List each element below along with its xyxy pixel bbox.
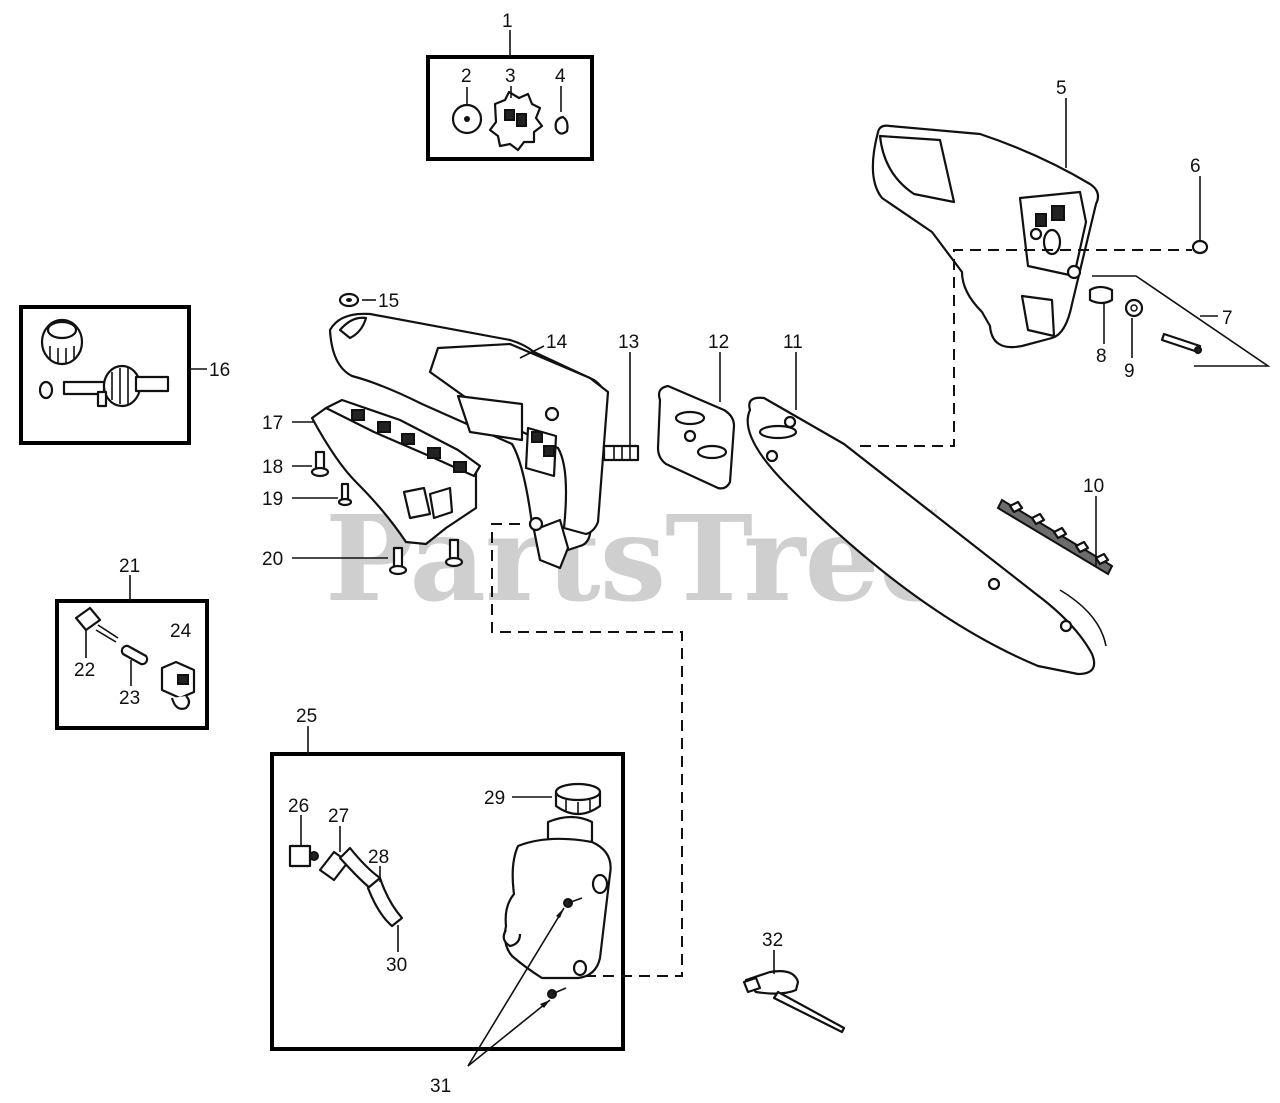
callout-31: 31 — [430, 1076, 451, 1097]
callout-8: 8 — [1096, 346, 1107, 367]
screw-19-part — [337, 482, 353, 507]
wrench-tool-part — [742, 970, 846, 1034]
callout-17: 17 — [262, 413, 283, 434]
callout-4: 4 — [555, 66, 566, 87]
callout-30: 30 — [386, 955, 407, 976]
callout-3: 3 — [505, 66, 516, 87]
callout-11: 11 — [783, 332, 803, 353]
callout-25: 25 — [296, 706, 317, 727]
callout-5: 5 — [1056, 78, 1067, 99]
screw-20-part — [444, 538, 464, 568]
pin-part — [38, 380, 54, 400]
callout-12: 12 — [708, 332, 729, 353]
assembly-line-housing-to-tank — [491, 523, 683, 977]
callout-32: 32 — [762, 930, 783, 951]
sprocket-part — [488, 90, 544, 152]
callout-9: 9 — [1124, 361, 1135, 382]
callout-16: 16 — [209, 360, 230, 381]
saw-chain-part — [996, 498, 1114, 576]
drive-shaft-part — [62, 364, 170, 408]
callout-28: 28 — [368, 847, 389, 868]
grommet-part — [288, 844, 319, 868]
assembly-line-bar-to-cover — [860, 249, 1192, 447]
callout-7: 7 — [1222, 308, 1233, 329]
tensioner-nut-part — [1088, 285, 1114, 305]
callout-27: 27 — [328, 806, 349, 827]
screw-part — [547, 987, 567, 999]
screw-18-part — [310, 450, 330, 478]
kit-box-16 — [19, 305, 207, 445]
oil-hose-part — [318, 846, 404, 928]
sprocket-cover-part — [871, 124, 1100, 349]
callout-26: 26 — [288, 796, 309, 817]
housing-part — [328, 312, 610, 570]
bar-stud-part — [602, 444, 640, 462]
clip-part — [554, 115, 569, 135]
guide-bar-part — [746, 396, 1107, 676]
callout-20: 20 — [262, 549, 283, 570]
callout-15: 15 — [378, 291, 399, 312]
callout-14: 14 — [546, 332, 568, 353]
callout-18: 18 — [262, 457, 283, 478]
callout-2: 2 — [461, 66, 472, 87]
rod-part — [120, 644, 149, 666]
screw-part — [563, 897, 583, 908]
callout-19: 19 — [262, 489, 283, 510]
callout-10: 10 — [1083, 476, 1104, 497]
callout-6: 6 — [1190, 156, 1201, 177]
gear-part — [40, 318, 84, 366]
callout-21: 21 — [119, 556, 140, 577]
callout-23: 23 — [119, 688, 140, 709]
nut-part — [338, 292, 360, 308]
kit-box-25 — [270, 726, 625, 1051]
washer-9-part — [1124, 298, 1144, 318]
oil-tank-part — [502, 815, 612, 980]
oil-cap-part — [554, 782, 602, 816]
block-part — [160, 660, 196, 710]
callout-1: 1 — [502, 11, 513, 32]
adjusting-screw-part — [1160, 332, 1202, 354]
bar-plate-part — [656, 384, 736, 490]
cover-nut-part — [1191, 239, 1209, 255]
callout-22: 22 — [74, 660, 95, 681]
kit-box-21 — [55, 575, 209, 730]
callout-13: 13 — [618, 332, 639, 353]
rear-housing-part — [310, 398, 482, 546]
kit-box-1 — [426, 30, 594, 161]
adjuster-part — [74, 606, 119, 643]
screw-20-part — [388, 546, 408, 576]
callout-29: 29 — [484, 788, 505, 809]
callout-24: 24 — [170, 621, 192, 642]
